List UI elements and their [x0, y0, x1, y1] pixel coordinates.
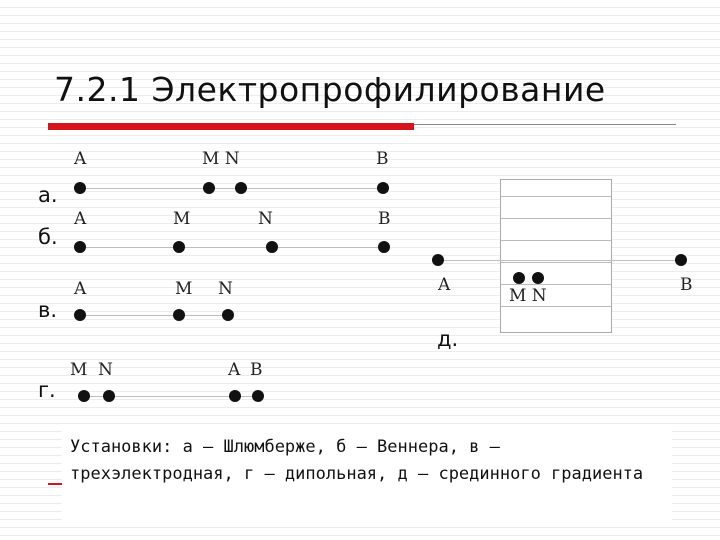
electrode-b — [252, 390, 264, 402]
array-letter-v: в. — [38, 298, 58, 322]
electrode-label-n: N — [258, 209, 273, 229]
measurement-grid — [500, 179, 612, 333]
array-letter-d: д. — [437, 327, 459, 351]
electrode-n — [235, 182, 247, 194]
electrode-label-n: N — [218, 279, 233, 299]
electrode-a — [432, 254, 444, 266]
electrode-a — [74, 241, 86, 253]
electrode-m — [78, 390, 90, 402]
array-letter-g: г. — [38, 378, 56, 402]
grid-line — [501, 306, 611, 307]
electrode-b — [377, 182, 389, 194]
slide-title: 7.2.1 Электропрофилирование — [54, 70, 606, 109]
electrode-a — [74, 309, 86, 321]
electrode-n — [266, 241, 278, 253]
electrode-label-mn: M N — [509, 286, 547, 306]
caption-box: Установки: а – Шлюмберже, б – Веннера, в… — [62, 428, 672, 526]
array-g-line — [84, 396, 260, 397]
array-letter-b: б. — [38, 225, 58, 249]
electrode-label-m: M — [70, 360, 88, 380]
title-underline-rule — [414, 124, 676, 125]
electrode-label-mn: M N — [202, 149, 240, 169]
grid-line — [501, 262, 611, 263]
title-underline-accent — [48, 123, 414, 130]
electrode-label-a: A — [74, 209, 87, 229]
electrode-label-b: B — [378, 209, 391, 229]
electrode-n — [222, 309, 234, 321]
electrode-b — [675, 254, 687, 266]
electrode-m — [173, 241, 185, 253]
electrode-label-a: A — [228, 360, 241, 380]
grid-line — [501, 196, 611, 197]
electrode-n — [103, 390, 115, 402]
grid-line — [501, 284, 611, 285]
electrode-label-b: B — [680, 275, 693, 295]
electrode-label-b: B — [376, 149, 389, 169]
array-letter-a: а. — [38, 183, 58, 207]
electrode-label-m: M — [175, 279, 193, 299]
electrode-label-n: N — [98, 360, 113, 380]
electrode-m — [513, 272, 525, 284]
array-a-line — [80, 188, 384, 189]
electrode-label-a: A — [74, 279, 87, 299]
electrode-b — [378, 241, 390, 253]
caption-accent — [48, 483, 62, 485]
grid-line — [501, 240, 611, 241]
electrode-label-m: M — [173, 209, 191, 229]
array-b-line — [80, 247, 384, 248]
electrode-label-a: A — [438, 275, 451, 295]
electrode-a — [74, 182, 86, 194]
array-d-line — [438, 260, 682, 261]
grid-line — [501, 218, 611, 219]
array-v-line — [80, 315, 230, 316]
electrode-m — [173, 309, 185, 321]
electrode-n — [532, 272, 544, 284]
electrode-label-b: B — [250, 360, 263, 380]
electrode-a — [229, 390, 241, 402]
electrode-m — [203, 182, 215, 194]
electrode-label-a: A — [74, 149, 87, 169]
